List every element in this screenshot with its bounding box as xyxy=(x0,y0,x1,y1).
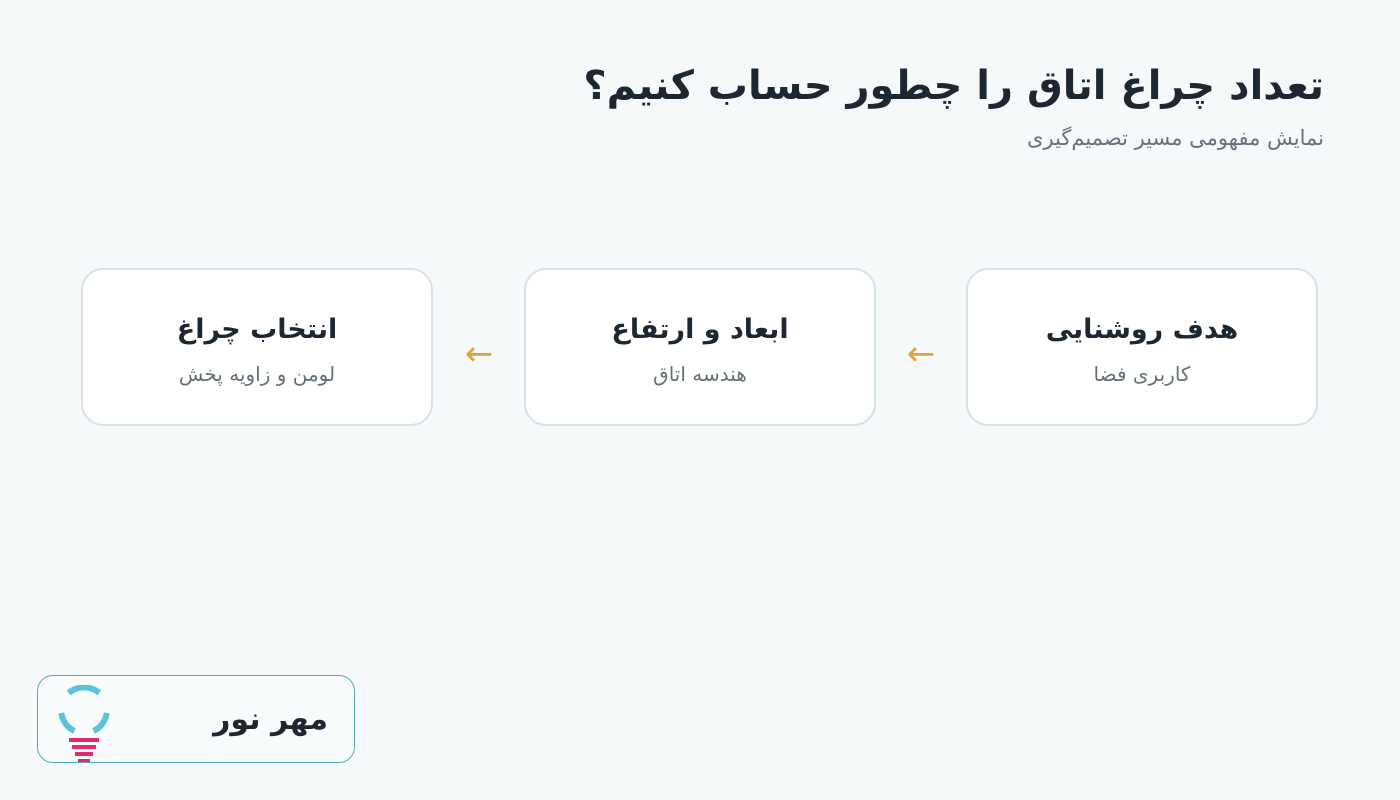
lightbulb-icon xyxy=(58,685,110,762)
step-title: هدف روشنایی xyxy=(1045,314,1239,345)
step-subtitle: کاربری فضا xyxy=(1093,362,1191,386)
flow-arrow-icon: ← xyxy=(906,334,936,374)
step-title: انتخاب چراغ xyxy=(176,314,338,345)
step-card-lighting-goal: هدف روشنایی کاربری فضا xyxy=(966,268,1318,426)
brand-badge: مهر نور xyxy=(37,675,355,763)
flow-arrow-icon: ← xyxy=(464,334,494,374)
step-subtitle: هندسه اتاق xyxy=(653,362,747,386)
step-title: ابعاد و ارتفاع xyxy=(611,314,789,345)
header: تعداد چراغ اتاق را چطور حساب کنیم؟ نمایش… xyxy=(583,58,1324,152)
brand-name: مهر نور xyxy=(213,702,328,737)
step-card-lamp-selection: انتخاب چراغ لومن و زاویه پخش xyxy=(81,268,433,426)
step-card-dimensions: ابعاد و ارتفاع هندسه اتاق xyxy=(524,268,876,426)
page-title: تعداد چراغ اتاق را چطور حساب کنیم؟ xyxy=(583,63,1324,109)
page-subtitle: نمایش مفهومی مسیر تصمیم‌گیری xyxy=(1027,126,1324,150)
step-subtitle: لومن و زاویه پخش xyxy=(178,362,336,386)
